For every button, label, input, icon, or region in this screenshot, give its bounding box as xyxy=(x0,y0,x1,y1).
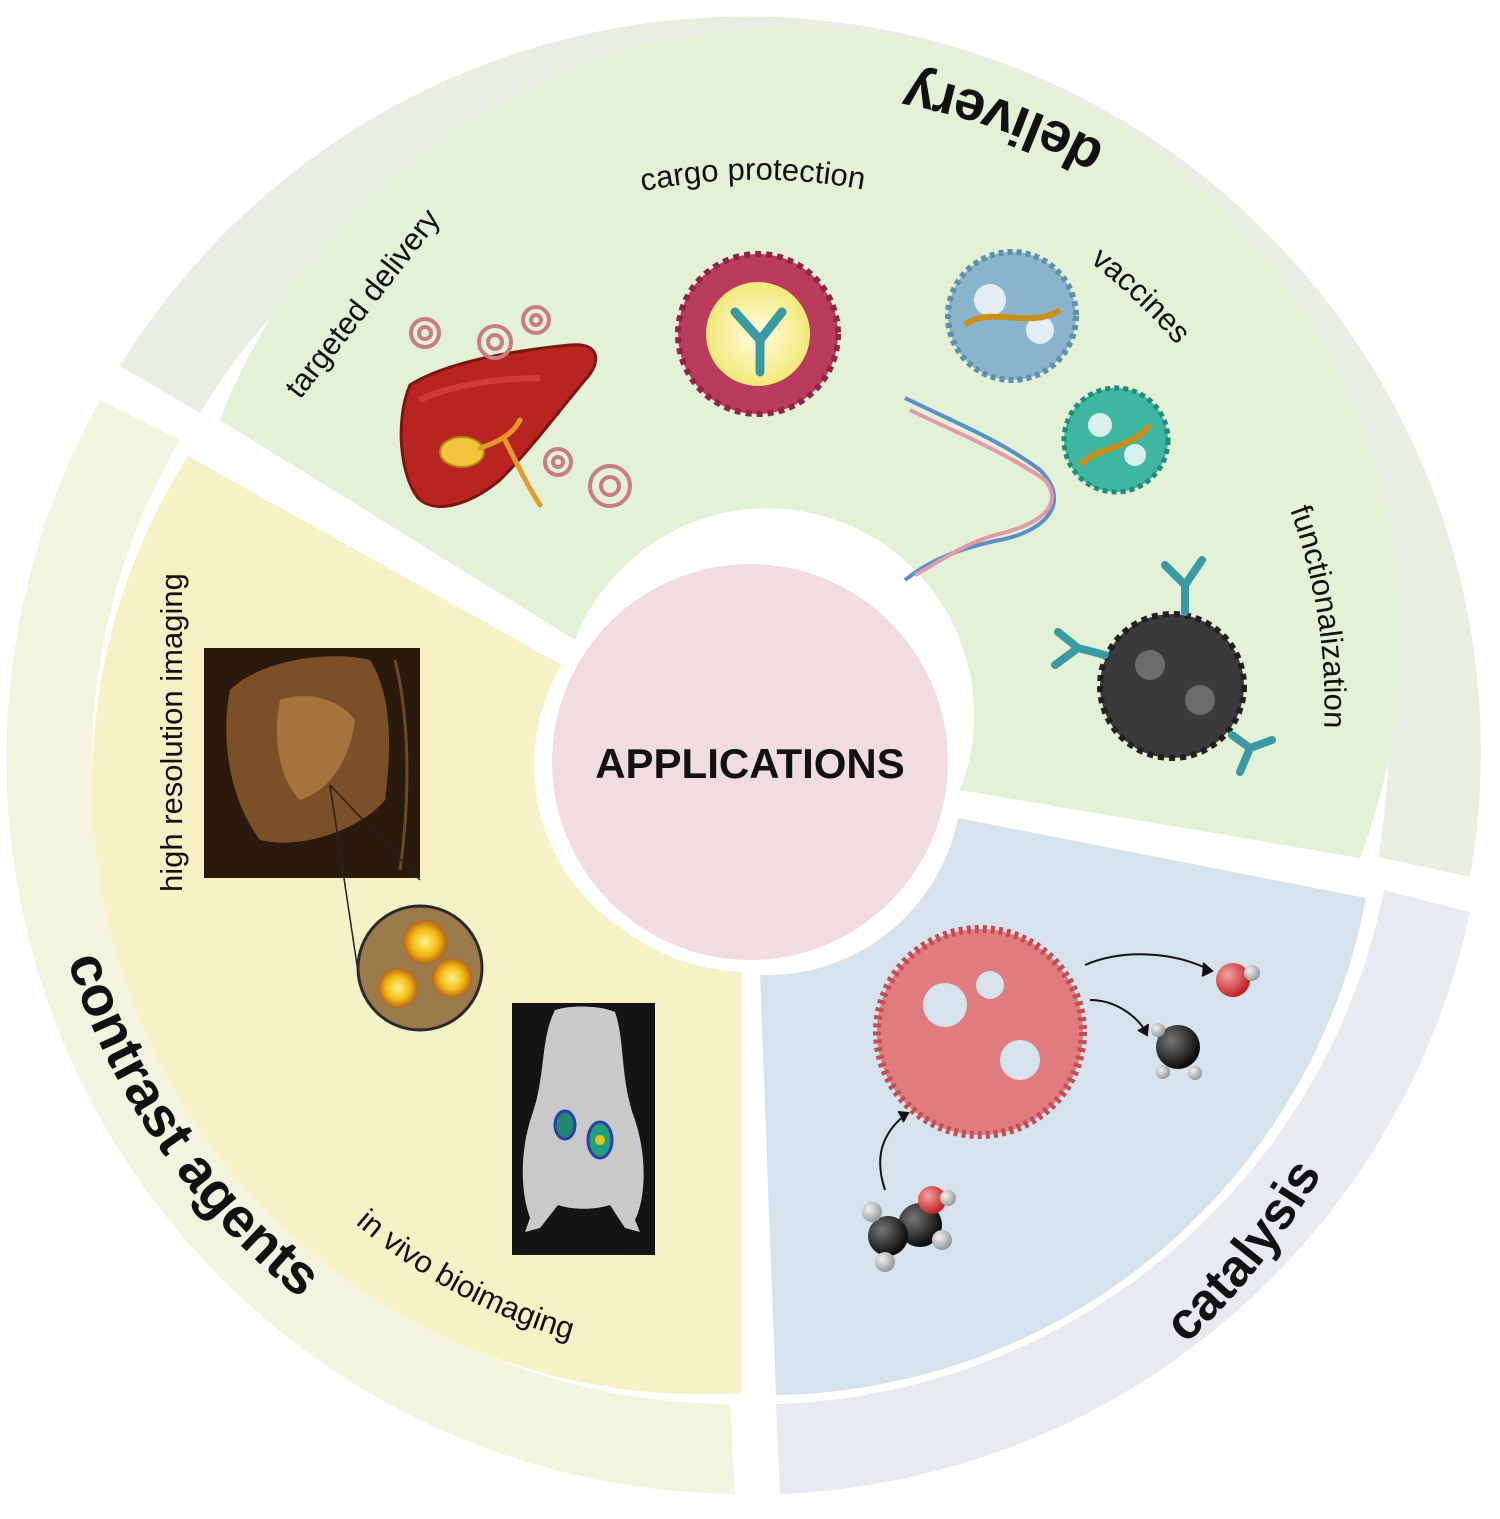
zoom-lines xyxy=(329,784,421,986)
high-resolution-imaging-label: high resolution imaging xyxy=(154,573,189,892)
mouse-bioimaging-image xyxy=(512,1003,655,1255)
center-title: APPLICATIONS xyxy=(595,740,905,787)
vaccine-cage-icon xyxy=(945,249,1079,383)
functionalized-cage-icon xyxy=(1051,556,1276,776)
substrate-molecule-icon xyxy=(862,1186,956,1272)
product-molecule-icon xyxy=(1151,1023,1202,1080)
protein-cage-with-antibody-icon xyxy=(675,251,841,417)
catalysis-outer-ring xyxy=(776,890,1470,1494)
product-water-icon xyxy=(1216,963,1260,997)
liver-icon xyxy=(399,343,598,508)
vaccine-cage-teal-icon xyxy=(1061,385,1171,495)
microscopy-image xyxy=(204,648,420,878)
reaction-arrows xyxy=(879,953,1214,1191)
delivery-sector xyxy=(220,28,1401,859)
center-circle xyxy=(552,564,948,960)
dna-strand-icon xyxy=(903,396,1057,582)
zoom-nanoparticles-icon xyxy=(356,904,484,1032)
contrast-outer-ring xyxy=(6,400,735,1494)
nanocage-small-icon xyxy=(409,305,632,508)
enzyme-cage-icon xyxy=(873,925,1087,1139)
